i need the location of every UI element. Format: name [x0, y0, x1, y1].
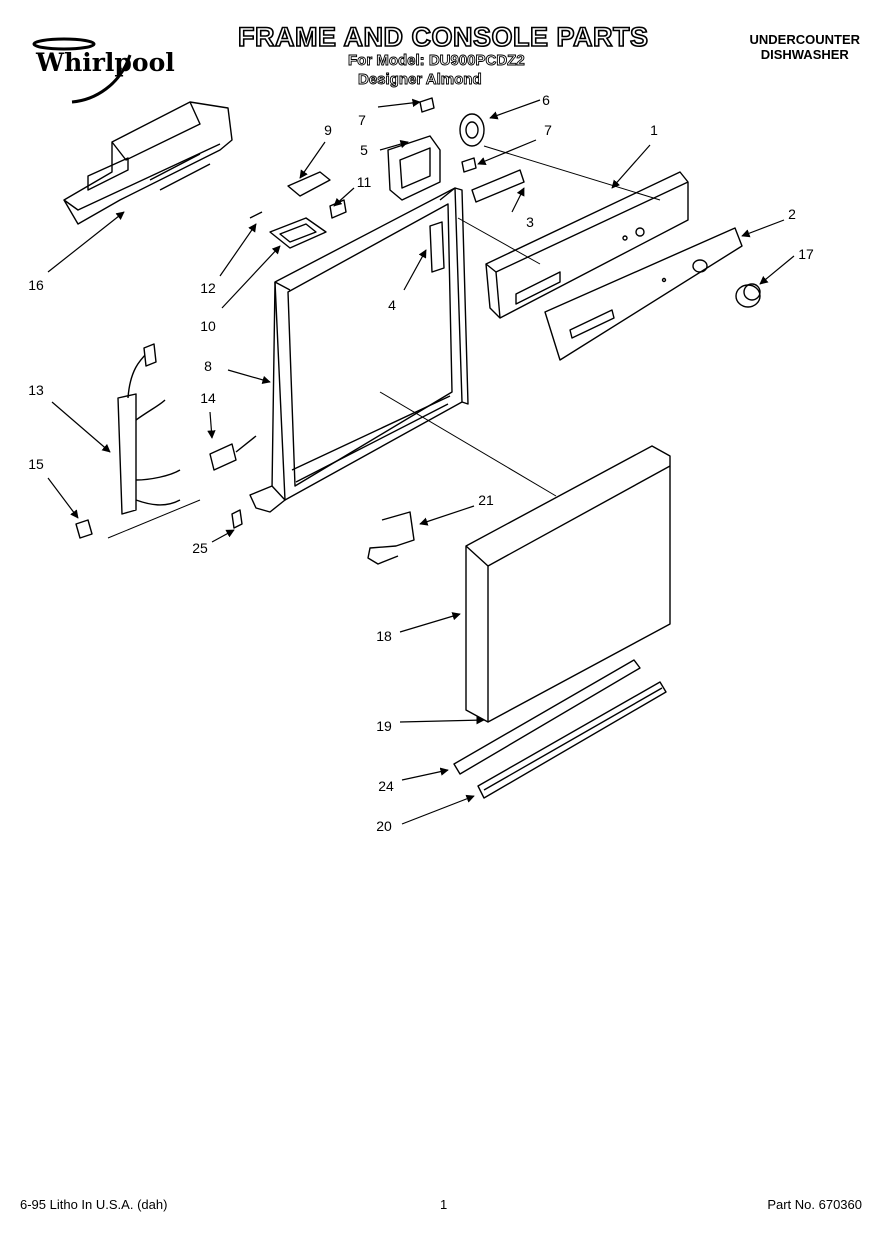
part-1-console-panel [485, 171, 689, 319]
callout-7-right: 7 [544, 122, 552, 138]
page-number: 1 [440, 1197, 448, 1212]
part-24-trim [453, 659, 641, 775]
part-7-screws [419, 97, 477, 173]
callout-3: 3 [526, 214, 534, 230]
callout-8: 8 [204, 358, 212, 374]
callout-19: 19 [376, 718, 392, 734]
page-title: FRAME AND CONSOLE PARTS [237, 21, 649, 53]
callout-15: 15 [28, 456, 44, 472]
part-15-screw [75, 519, 93, 539]
callout-1: 1 [650, 122, 658, 138]
part-25-clip [231, 509, 243, 529]
callout-4: 4 [388, 297, 396, 313]
callout-13: 13 [28, 382, 44, 398]
part-14-connector [209, 435, 257, 471]
callout-16: 16 [28, 277, 44, 293]
callout-17: 17 [798, 246, 814, 262]
whirlpool-logo: Whirlpool [36, 48, 175, 77]
callout-12: 12 [200, 280, 216, 296]
callout-21: 21 [478, 492, 494, 508]
part-17-knob [735, 283, 761, 308]
part-number: Part No. 670360 [767, 1197, 862, 1212]
color-line: Designer Almond [358, 71, 483, 89]
callout-25: 25 [192, 540, 208, 556]
part-5-switch-assembly [387, 135, 441, 201]
part-12-pin [249, 211, 263, 219]
category-line-2: DISHWASHER [760, 47, 849, 62]
part-13-wire-harness [117, 343, 181, 515]
callout-2: 2 [788, 206, 796, 222]
callout-7-upper: 7 [358, 112, 366, 128]
part-6-timer-dial [459, 113, 485, 147]
callout-18: 18 [376, 628, 392, 644]
callout-10: 10 [200, 318, 216, 334]
model-line: For Model: DU900PCDZ2 [348, 52, 526, 70]
callout-20: 20 [376, 818, 392, 834]
appliance-category: UNDERCOUNTER DISHWASHER [750, 32, 861, 62]
category-line-1: UNDERCOUNTER [749, 32, 861, 47]
callout-6: 6 [542, 92, 550, 108]
callout-9: 9 [324, 122, 332, 138]
callout-24: 24 [378, 778, 394, 794]
part-16-console-cover [63, 101, 233, 225]
part-8-door-frame [249, 187, 469, 513]
print-info: 6-95 Litho In U.S.A. (dah) [20, 1197, 168, 1212]
part-9-door-switch [287, 171, 331, 197]
callout-14: 14 [200, 390, 216, 406]
part-18-door-panel [465, 445, 671, 723]
part-2-control-overlay [544, 227, 743, 361]
part-21-spacer [367, 511, 415, 565]
callout-11: 11 [356, 174, 372, 190]
callout-5: 5 [360, 142, 368, 158]
part-3-bracket [471, 169, 525, 203]
part-10-switch-holder [269, 217, 327, 249]
